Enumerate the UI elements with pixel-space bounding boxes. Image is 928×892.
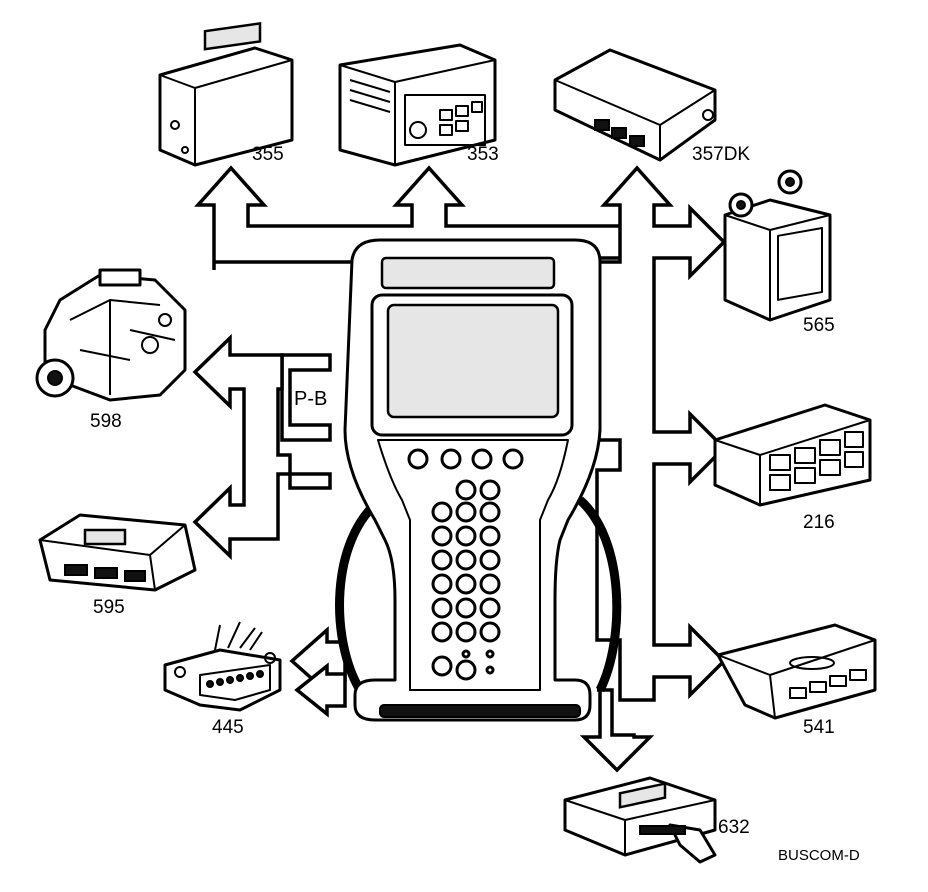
label-445: 445 [212, 717, 244, 738]
scan-tool-base [379, 704, 581, 718]
left-bus-trunk [192, 333, 332, 561]
scan-tool-function-keys [407, 448, 524, 470]
bus-label-left: P-B [294, 388, 327, 410]
label-598: 598 [90, 411, 122, 432]
figure-code: BUSCOM-D [778, 847, 860, 864]
labels: 355 353 357DK 565 598 216 595 445 541 63… [90, 144, 860, 864]
arrow-to-632 [579, 688, 655, 773]
scan-tool-screen [386, 303, 560, 419]
label-632: 632 [718, 817, 750, 838]
module-541 [716, 623, 877, 720]
scan-tool [335, 238, 622, 722]
scan-tool-keypad [431, 479, 501, 681]
label-357dk: 357DK [692, 144, 750, 165]
label-595: 595 [93, 597, 125, 618]
module-353 [338, 43, 497, 167]
scan-tool-handle [335, 496, 622, 693]
module-445 [163, 621, 282, 712]
module-357dk [553, 48, 717, 162]
label-353: 353 [467, 144, 499, 165]
label-565: 565 [803, 315, 835, 336]
right-bus-trunk [595, 165, 727, 702]
module-595 [38, 513, 197, 592]
label-355: 355 [252, 144, 284, 165]
module-565 [723, 169, 832, 322]
module-632 [563, 776, 717, 864]
label-541: 541 [803, 717, 835, 738]
scan-tool-keypad-recess [377, 439, 569, 691]
scan-tool-top-window [380, 256, 556, 290]
module-216 [713, 403, 872, 507]
label-216: 216 [803, 512, 835, 533]
module-355 [158, 22, 294, 167]
module-598 [35, 268, 187, 402]
arrow-to-445-lower [294, 662, 347, 718]
